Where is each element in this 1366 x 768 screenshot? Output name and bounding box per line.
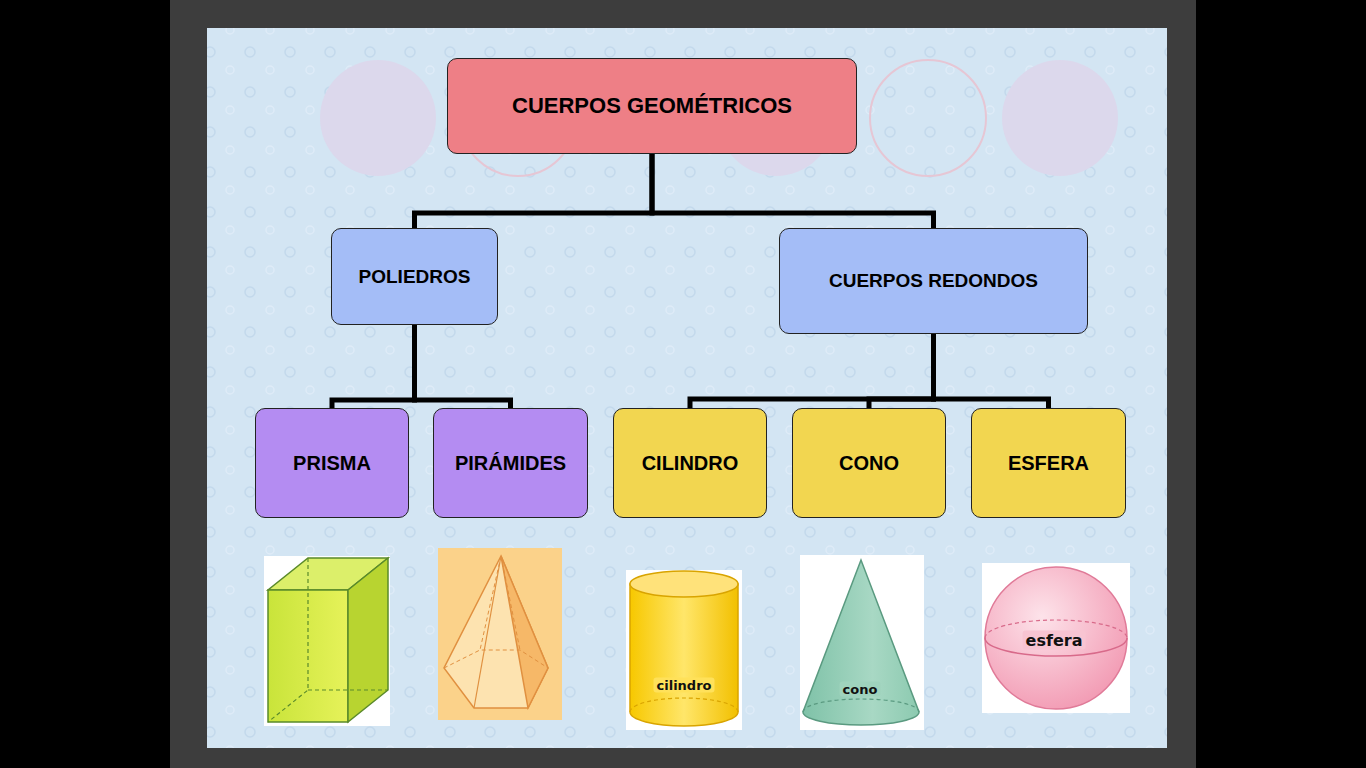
shape-name: esfera [1023, 631, 1086, 650]
tree-connector [869, 334, 934, 408]
tree-connector [332, 325, 415, 408]
leaf-box: CONO [792, 408, 946, 518]
leaf-box: ESFERA [971, 408, 1126, 518]
node-label: PRISMA [293, 452, 371, 475]
prism-picture [264, 556, 390, 726]
tree-connector [934, 334, 1049, 408]
node-label: CILINDRO [642, 452, 739, 475]
node-label: PIRÁMIDES [455, 452, 566, 475]
tree-connector [652, 154, 934, 228]
tree-connector [690, 334, 934, 408]
leaf-box: CILINDRO [613, 408, 767, 518]
node-label: ESFERA [1008, 452, 1089, 475]
category-box: CUERPOS REDONDOS [779, 228, 1088, 334]
leaf-box: PIRÁMIDES [433, 408, 588, 518]
category-box: POLIEDROS [331, 228, 498, 325]
root-box: CUERPOS GEOMÉTRICOS [447, 58, 857, 154]
cylinder-picture [626, 570, 742, 730]
sphere-picture [982, 563, 1130, 713]
cone-picture [800, 555, 924, 730]
pyramid-picture [438, 548, 562, 720]
shape-name: cono [840, 682, 881, 697]
tree-connector [415, 154, 653, 228]
node-label: CUERPOS GEOMÉTRICOS [512, 93, 792, 119]
node-label: CUERPOS REDONDOS [829, 270, 1038, 292]
shape-name: cilindro [654, 678, 715, 693]
node-label: CONO [839, 452, 899, 475]
node-label: POLIEDROS [359, 266, 471, 288]
tree-connector [415, 325, 511, 408]
leaf-box: PRISMA [255, 408, 409, 518]
